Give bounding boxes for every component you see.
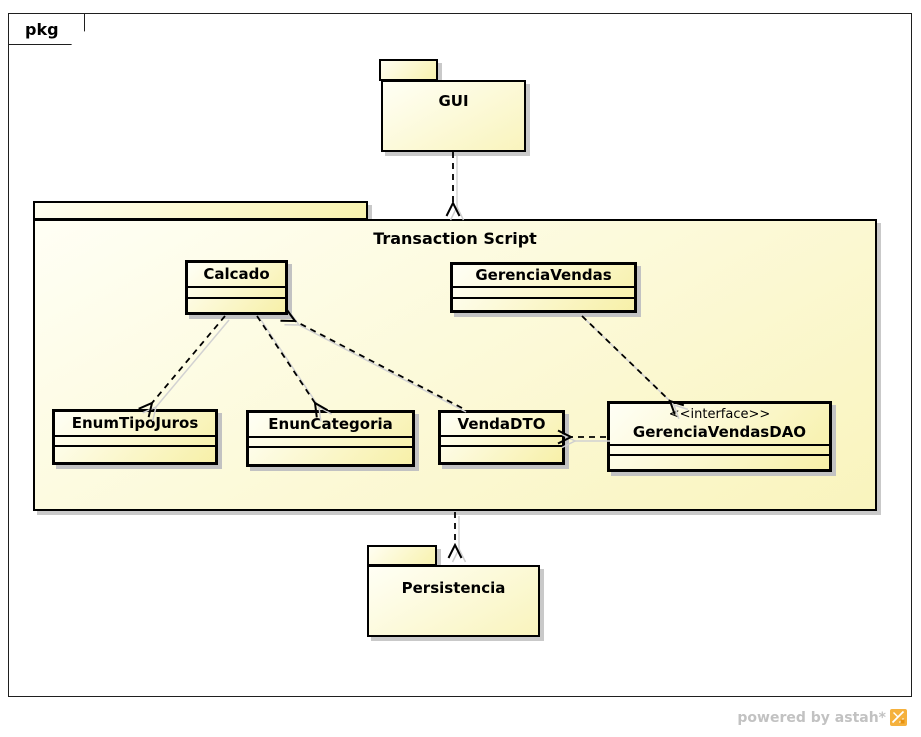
class-operations-compartment bbox=[441, 445, 562, 462]
astah-logo-icon bbox=[890, 709, 907, 726]
watermark: powered by astah* bbox=[737, 709, 907, 726]
class-enumtipojuros: EnumTipoJuros bbox=[52, 409, 218, 465]
interface-name: GerenciaVendasDAO bbox=[632, 422, 807, 441]
class-gerenciavendas: GerenciaVendas bbox=[450, 262, 637, 313]
package-label: Persistencia bbox=[401, 579, 506, 597]
class-attributes-compartment bbox=[55, 435, 215, 445]
class-name: VendaDTO bbox=[457, 414, 546, 433]
package-tab bbox=[379, 59, 438, 81]
frame-kind-tab: pkg bbox=[8, 13, 85, 45]
class-attributes-compartment bbox=[610, 444, 829, 454]
class-vendadto: VendaDTO bbox=[438, 410, 565, 465]
package-label: GUI bbox=[438, 92, 469, 110]
class-name: EnunCategoria bbox=[268, 415, 393, 434]
class-operations-compartment bbox=[453, 297, 634, 310]
frame-kind-label: pkg bbox=[25, 19, 59, 39]
class-operations-compartment bbox=[188, 297, 285, 312]
interface-gerenciavendasdao: <<interface>> GerenciaVendasDAO bbox=[607, 401, 832, 472]
class-name: Calcado bbox=[203, 265, 270, 284]
class-attributes-compartment bbox=[188, 286, 285, 297]
class-attributes-compartment bbox=[453, 286, 634, 297]
class-operations-compartment bbox=[249, 446, 412, 464]
interface-stereotype: <<interface>> bbox=[668, 406, 771, 422]
class-operations-compartment bbox=[610, 454, 829, 469]
class-enuncategoria: EnunCategoria bbox=[246, 410, 415, 467]
class-name: <<interface>> GerenciaVendasDAO bbox=[610, 404, 829, 444]
class-attributes-compartment bbox=[441, 435, 562, 445]
package-tab bbox=[367, 545, 437, 566]
class-attributes-compartment bbox=[249, 436, 412, 446]
package-label: Transaction Script bbox=[373, 229, 537, 248]
package-body: GUI bbox=[381, 80, 526, 152]
package-tab bbox=[33, 201, 368, 220]
watermark-text: powered by astah* bbox=[737, 709, 886, 726]
class-calcado: Calcado bbox=[185, 260, 288, 315]
class-name: GerenciaVendas bbox=[475, 266, 612, 285]
package-body: Persistencia bbox=[367, 565, 540, 637]
class-operations-compartment bbox=[55, 445, 215, 462]
class-name: EnumTipoJuros bbox=[71, 414, 199, 433]
